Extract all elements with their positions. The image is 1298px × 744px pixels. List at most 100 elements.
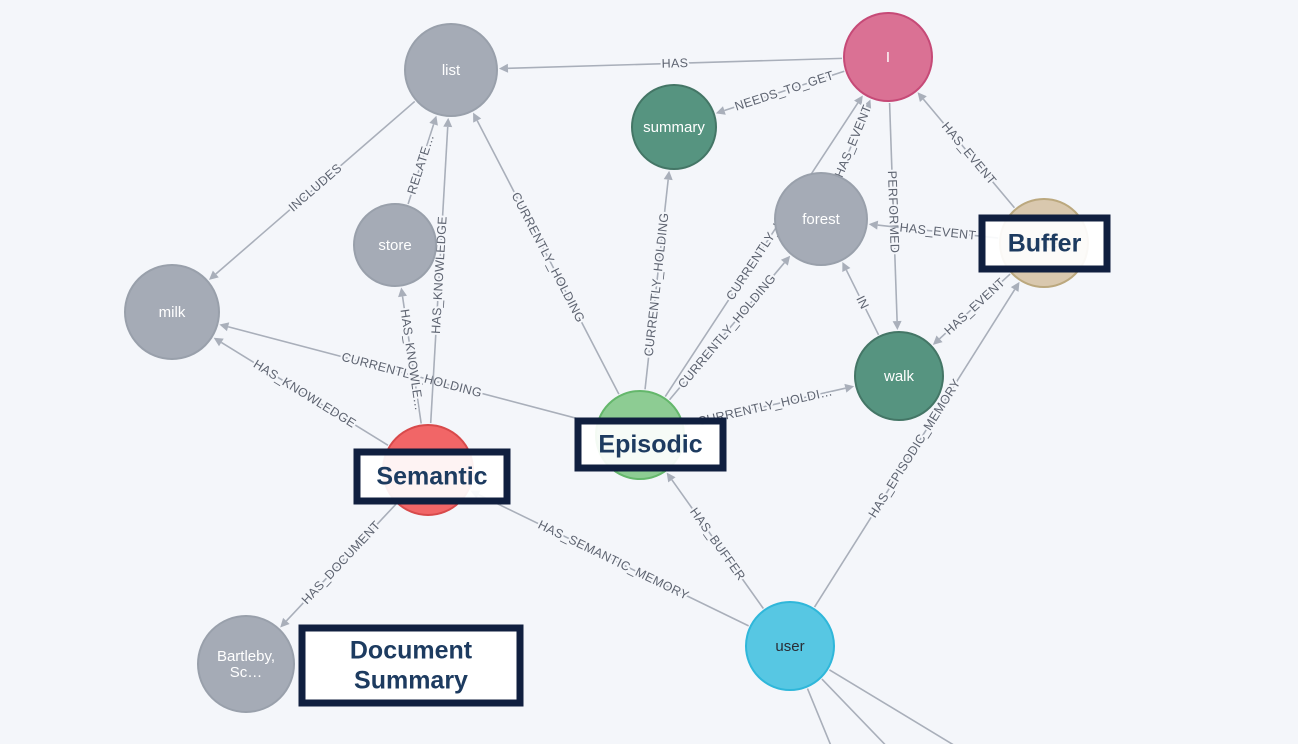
edge-label[interactable]: CURRENTLY_HOLDING	[507, 188, 590, 327]
graph-node-summary[interactable]: summary	[631, 84, 717, 170]
graph-edge-walk-forest[interactable]: IN	[842, 261, 880, 336]
node-circle-store[interactable]	[353, 203, 437, 287]
edge-label[interactable]: PERFORMED	[883, 168, 904, 255]
graph-edge-buffer-walk[interactable]: HAS_EVENT	[932, 273, 1011, 345]
edge-arrowhead-icon	[219, 322, 230, 332]
node-circle-forest[interactable]	[774, 172, 868, 266]
node-label-summary: summary	[643, 119, 705, 136]
edge-arrowhead-icon	[280, 617, 290, 628]
graph-node-user[interactable]: user	[745, 601, 835, 691]
edge-line[interactable]	[877, 224, 999, 239]
node-label-walk: walk	[883, 368, 915, 385]
graph-edge-offscreen-2	[828, 669, 954, 744]
graph-edge-i-list[interactable]: HAS	[498, 54, 843, 73]
edge-arrowhead-icon	[842, 261, 851, 273]
graph-node-milk[interactable]: milk	[124, 264, 220, 360]
edge-line[interactable]	[644, 179, 669, 390]
graph-edge-episodic-forest[interactable]: CURRENTLY_HOLDING	[668, 255, 791, 401]
node-circle-bartleby[interactable]	[197, 615, 295, 713]
graph-node-walk[interactable]: walk	[854, 331, 944, 421]
graph-edge-i-summary[interactable]: NEEDS_TO_GET	[715, 66, 845, 116]
graph-edge-episodic-list[interactable]: CURRENTLY_HOLDING	[473, 112, 620, 395]
edge-line[interactable]	[664, 102, 859, 397]
edge-line[interactable]	[813, 289, 1016, 608]
edge-arrowhead-icon	[844, 383, 855, 393]
graph-edge-buffer-i[interactable]: HAS_EVENT	[917, 92, 1016, 209]
edge-arrowhead-icon	[780, 255, 791, 266]
node-label-milk: milk	[159, 304, 186, 321]
edge-label[interactable]: HAS_EVENT	[937, 117, 1001, 189]
edge-label[interactable]: HAS_DOCUMENT	[297, 516, 385, 609]
graph-edge-semantic-store[interactable]: HAS_KNOWLE…	[395, 287, 428, 424]
graph-node-store[interactable]: store	[353, 203, 437, 287]
graph-edge-i-walk[interactable]: PERFORMED	[883, 102, 904, 331]
edge-label[interactable]: RELATE…	[403, 130, 439, 198]
edge-line[interactable]	[285, 503, 397, 622]
edge-line[interactable]	[227, 325, 596, 425]
node-label-bartleby: Bartleby,Sc…	[217, 648, 275, 681]
graph-node-list[interactable]: list	[404, 23, 498, 117]
edge-arrowhead-icon	[666, 472, 676, 483]
node-circle-summary[interactable]	[631, 84, 717, 170]
edge-arrowhead-icon	[209, 270, 219, 280]
annotation-text-buffer: Buffer	[1008, 230, 1082, 258]
node-circle-milk[interactable]	[124, 264, 220, 360]
graph-edge-offscreen-0	[806, 688, 832, 744]
annotation-box-episodic	[574, 417, 727, 472]
edge-line[interactable]	[838, 107, 868, 175]
edge-line[interactable]	[845, 269, 880, 336]
edge-label[interactable]: HAS_SEMANTIC_MEMORY	[534, 516, 694, 605]
edge-line[interactable]	[888, 102, 898, 322]
node-circle-user[interactable]	[745, 601, 835, 691]
graph-edge-semantic-bartleby[interactable]: HAS_DOCUMENT	[280, 503, 397, 628]
graph-node-forest[interactable]: forest	[774, 172, 868, 266]
edge-line[interactable]	[476, 120, 620, 395]
graph-edge-user-semantic[interactable]: HAS_SEMANTIC_MEMORY	[470, 490, 749, 627]
edge-line[interactable]	[922, 98, 1016, 209]
graph-node-bartleby[interactable]: Bartleby,Sc…	[197, 615, 295, 713]
edge-label[interactable]: HAS_EVENT	[897, 219, 979, 245]
annotation-semantic: Semantic	[353, 448, 511, 505]
edge-line[interactable]	[938, 273, 1011, 340]
edge-line[interactable]	[671, 479, 764, 609]
edge-label[interactable]: HAS	[659, 54, 690, 73]
node-label-i: I	[886, 49, 890, 66]
node-circle-list[interactable]	[404, 23, 498, 117]
edge-label[interactable]: HAS_KNOWLE…	[395, 306, 428, 414]
edge-line[interactable]	[668, 262, 786, 401]
edge-line[interactable]	[478, 493, 749, 627]
edge-line[interactable]	[429, 126, 449, 424]
edge-label[interactable]: HAS_BUFFER	[685, 503, 750, 585]
node-circle-i[interactable]	[843, 12, 933, 102]
edge-label[interactable]: IN	[851, 291, 873, 313]
edge-line[interactable]	[407, 124, 435, 205]
edge-label[interactable]: INCLUDES	[284, 159, 347, 217]
edge-label[interactable]: CURRENTLY_HOLDING	[640, 210, 674, 359]
graph-edge-user-buffer[interactable]: HAS_EPISODIC_MEMORY	[813, 281, 1020, 608]
node-circle-walk[interactable]	[854, 331, 944, 421]
edge-line[interactable]	[507, 57, 843, 70]
edge-line[interactable]	[401, 296, 422, 424]
annotation-box-semantic	[353, 448, 511, 505]
edge-line[interactable]	[724, 70, 845, 112]
edge-arrowhead-icon	[473, 112, 482, 123]
edge-label[interactable]: HAS_EVENT	[830, 101, 876, 182]
annotation-episodic: Episodic	[574, 417, 727, 472]
edge-arrowhead-icon	[917, 92, 927, 103]
edge-label[interactable]: NEEDS_TO_GET	[731, 66, 838, 115]
edge-line[interactable]	[220, 341, 389, 446]
graph-node-i[interactable]: I	[843, 12, 933, 102]
edge-arrowhead-icon	[398, 287, 407, 298]
annotation-text-episodic: Episodic	[598, 431, 702, 459]
edge-line[interactable]	[215, 100, 416, 275]
edge-label[interactable]: HAS_KNOWLEDGE	[249, 355, 361, 433]
edge-label[interactable]: HAS_EVENT	[940, 273, 1010, 339]
node-label-store: store	[378, 237, 411, 254]
graph-edge-store-list[interactable]: RELATE…	[403, 115, 439, 205]
graph-edge-episodic-summary[interactable]: CURRENTLY_HOLDING	[640, 170, 674, 390]
